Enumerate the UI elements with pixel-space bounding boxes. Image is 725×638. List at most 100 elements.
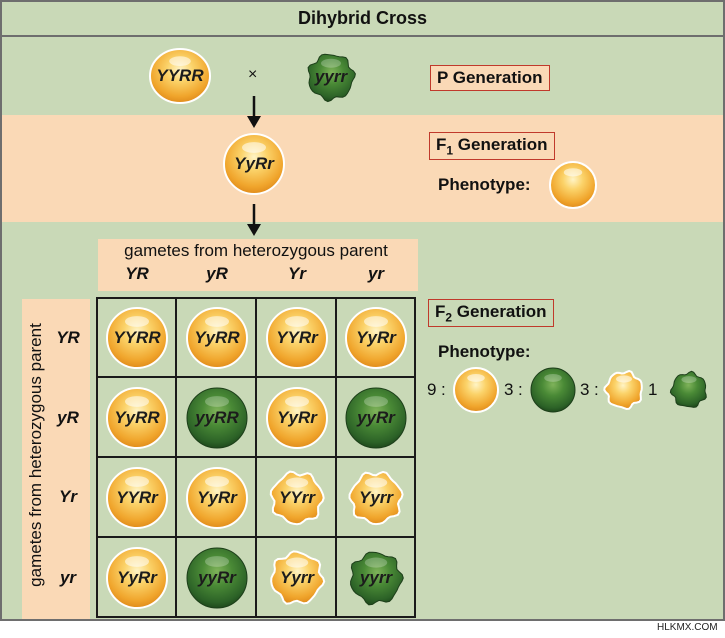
grid-line (96, 536, 416, 538)
green-wrinkled-pea-icon (350, 551, 404, 606)
punnett-cell-genotype: yyrr (359, 568, 393, 587)
punnett-cell-genotype: YYRR (113, 328, 161, 347)
left-gametes-text: gametes from heterozygous parent (26, 323, 45, 587)
punnett-cell-pea: YYRr (105, 466, 169, 530)
ratio-sep-1: : (441, 380, 446, 399)
f2-phenotype-label: Phenotype: (438, 342, 531, 361)
row-gamete-4: yr (59, 568, 77, 587)
ratio-count-1: 9 (427, 380, 437, 399)
f1-band (2, 115, 723, 222)
yellow-round-pea-icon (186, 467, 248, 529)
punnett-cell-pea: YyRR (105, 386, 169, 450)
f1-generation-label: F1 Generation (429, 132, 555, 161)
punnett-cell-genotype: yyRr (198, 568, 236, 587)
punnett-cell-pea: YYRR (105, 306, 169, 370)
cross-symbol: × (248, 66, 258, 83)
green-wrinkled-pea-icon (669, 370, 707, 408)
f2-label-rest: Generation (452, 302, 547, 321)
green-round-pea-icon (186, 547, 248, 609)
yellow-wrinkled-pea-icon (269, 470, 325, 526)
yellow-round-pea-icon (106, 547, 168, 609)
f1-label-main: F (436, 135, 447, 154)
punnett-cell-genotype: YYrr (279, 488, 315, 507)
punnett-cell-genotype: YyRR (194, 328, 240, 347)
watermark: HLKMX.COM (657, 622, 718, 633)
yellow-round-pea-icon (453, 367, 499, 413)
f1-phenotype-label: Phenotype: (438, 175, 531, 194)
punnett-cell-genotype: YYRr (276, 328, 318, 347)
parent-green-wrinkled-pea: yyrr (302, 50, 360, 104)
punnett-cell-genotype: yyRr (357, 408, 395, 427)
punnett-cell-pea: YYRr (265, 306, 329, 370)
f1-label-sub: 1 (446, 143, 454, 158)
yellow-round-pea-icon (266, 387, 328, 449)
punnett-cell-pea: yyRR (185, 386, 249, 450)
grid-line (96, 376, 416, 378)
parent1-genotype: YYRR (156, 66, 204, 85)
ratio-count-3: 3 (580, 380, 590, 399)
parent-yellow-round-pea: YYRR (148, 47, 212, 105)
f2-label-main: F (435, 302, 446, 321)
punnett-cell-pea: YyRR (185, 306, 249, 370)
yellow-round-pea-icon (106, 467, 168, 529)
punnett-cell-pea: YyRr (344, 306, 408, 370)
punnett-cell-pea: yyrr (346, 548, 406, 608)
f1-label-rest: Generation (453, 135, 548, 154)
f2-label-sub: 2 (445, 310, 453, 325)
arrow-f1-to-f2 (247, 204, 261, 236)
ratio-pea-green-wrinkled (668, 369, 710, 411)
yellow-round-pea-icon (106, 387, 168, 449)
diagram-title: Dihybrid Cross (2, 2, 723, 37)
punnett-cell-pea: Yyrr (267, 548, 327, 608)
punnett-cell-genotype: YyRR (114, 408, 160, 427)
yellow-round-pea-icon (223, 133, 285, 195)
punnett-cell-pea: YyRr (105, 546, 169, 610)
ratio-count-4: 1 (648, 380, 658, 399)
ratio-pea-yellow-wrinkled (602, 368, 646, 412)
green-round-pea-icon (345, 387, 407, 449)
punnett-cell-genotype: Yyrr (279, 568, 315, 587)
f1-genotype: YyRr (234, 154, 274, 173)
arrow-p-to-f1 (247, 96, 261, 128)
row-gamete-2: yR (57, 408, 79, 427)
top-gametes-label: gametes from heterozygous parent (124, 241, 388, 260)
ratio-pea-green-round (529, 366, 577, 414)
row-gamete-3: Yr (59, 487, 77, 506)
yellow-round-pea-icon (186, 307, 248, 369)
ratio-pea-yellow-round (452, 366, 500, 414)
ratio-sep-3: : (594, 380, 599, 399)
col-gamete-4: yr (367, 264, 385, 283)
green-round-pea-icon (530, 367, 576, 413)
punnett-cell-genotype: YyRr (117, 568, 157, 587)
punnett-cell-genotype: YyRr (197, 488, 237, 507)
f1-phenotype-pea (548, 160, 598, 210)
yellow-round-pea-icon (106, 307, 168, 369)
punnett-cell-pea: YYrr (267, 468, 327, 528)
ratio-count-2: 3 (504, 380, 514, 399)
green-round-pea-icon (186, 387, 248, 449)
punnett-cell-genotype: Yyrr (358, 488, 394, 507)
top-gametes-panel (98, 239, 418, 291)
parent2-genotype: yyrr (314, 67, 348, 86)
punnett-cell-pea: yyRr (344, 386, 408, 450)
green-wrinkled-pea-icon (307, 53, 356, 103)
col-gamete-1: YR (125, 264, 149, 283)
yellow-wrinkled-pea-icon (348, 470, 404, 526)
grid-line (96, 456, 416, 458)
yellow-wrinkled-pea-icon (270, 550, 326, 605)
f2-generation-label: F2 Generation (428, 299, 554, 328)
yellow-round-pea-icon (149, 48, 211, 104)
punnett-cell-genotype: yyRR (195, 408, 239, 427)
col-gamete-2: yR (206, 264, 228, 283)
punnett-cell-genotype: YYRr (116, 488, 158, 507)
punnett-cell-pea: YyRr (265, 386, 329, 450)
yellow-wrinkled-pea-icon (603, 369, 643, 411)
f1-pea: YyRr (222, 132, 286, 196)
punnett-cell-pea: Yyrr (346, 468, 406, 528)
punnett-cell-genotype: YyRr (277, 408, 317, 427)
p-generation-label: P Generation (430, 65, 550, 91)
ratio-sep-2: : (518, 380, 523, 399)
yellow-round-pea-icon (266, 307, 328, 369)
punnett-cell-pea: yyRr (185, 546, 249, 610)
yellow-round-pea-icon (345, 307, 407, 369)
